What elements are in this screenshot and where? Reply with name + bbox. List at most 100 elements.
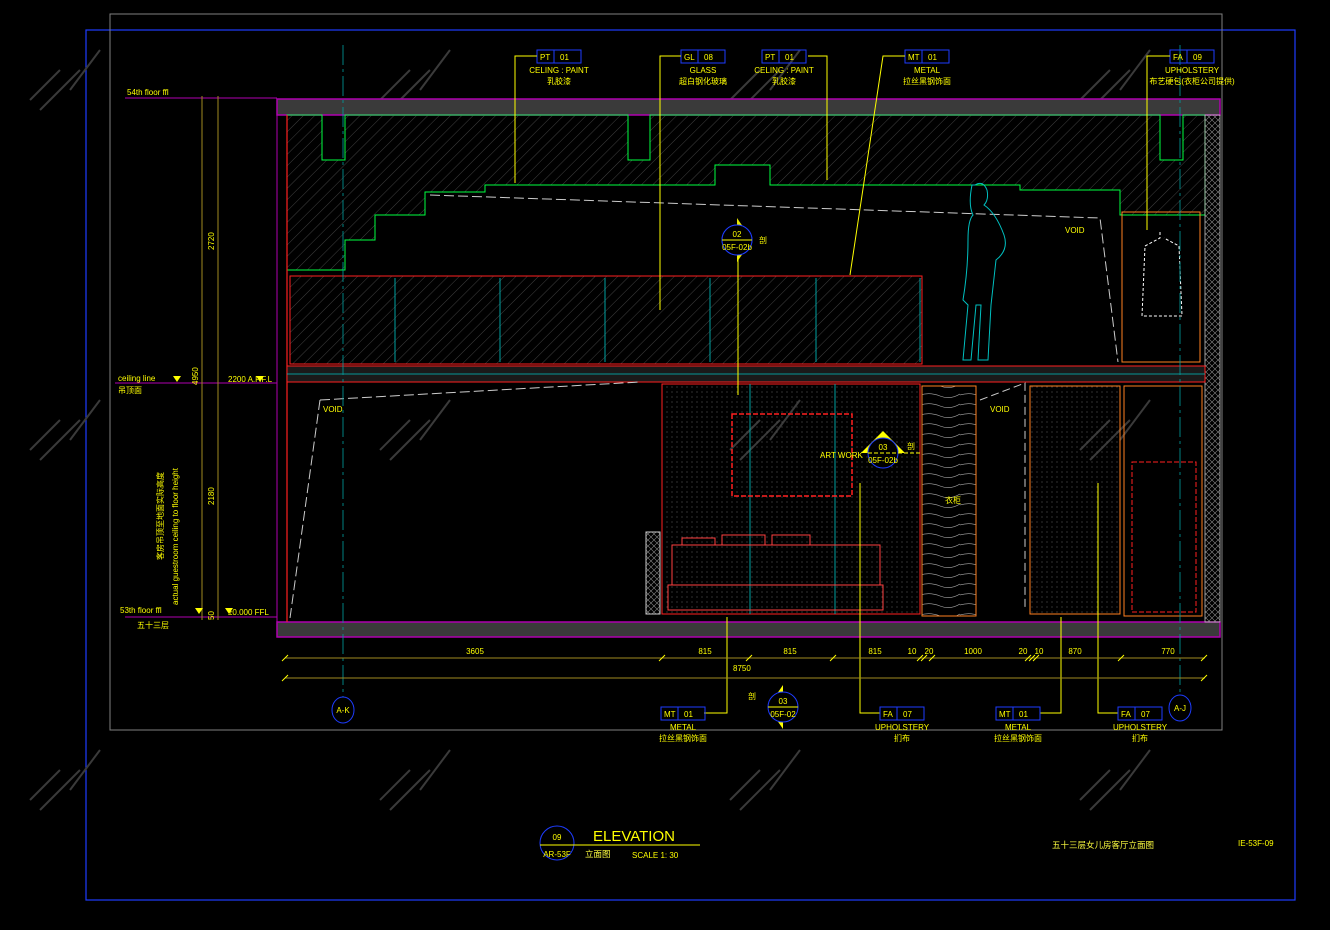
wardrobe-upper [1121,211,1201,363]
title-block: 09 AR-53F ELEVATION 立面图 SCALE 1: 30 [539,825,700,861]
section-02-side: 剖 [759,235,767,245]
tag-material-en: UPHOLSTERY [875,723,930,732]
dim-tick [920,654,928,662]
level-53-cn: 五十三层 [137,620,169,630]
title-name: ELEVATION [593,828,675,845]
tag-material-cn: 拉丝黑钢饰面 [994,733,1042,743]
section-03-num: 03 [879,443,888,452]
tag-material-cn: 扪布 [1132,733,1148,743]
dim-tick [928,654,936,662]
level-54-label: 54th floor ffl [127,88,169,97]
tag-code: MT [664,710,676,719]
sofa [671,534,881,586]
vdim-2720: 2720 [207,232,216,250]
dim-label: 20 [1019,647,1028,656]
lower-slab [276,621,1221,638]
tag-code: FA [1121,710,1131,719]
dim-label: 20 [925,647,934,656]
void-label-door: VOID [990,405,1010,414]
section-02-sheet: 05F-02b [722,243,752,252]
dim-tick [829,654,837,662]
drawing-name-cn: 五十三层女儿房客厅立面图 [1052,840,1154,850]
upholstery-panel [1029,385,1121,615]
section-mark-03-bottom: 03 05F-02 剖 [748,685,799,729]
level-lines [115,97,277,618]
right-wall [1204,114,1221,623]
tag-number: 08 [704,53,713,62]
void-label-left: VOID [323,405,343,414]
height-note-en: actual guestroom ceiling to floor height [171,467,180,605]
title-cn: 立面图 [585,849,611,859]
dim-label: 770 [1161,647,1175,656]
title-num: 09 [553,833,562,842]
dim-tick [1024,654,1032,662]
dim-label: 1000 [964,647,982,656]
grid-bubble-a-k[interactable]: A-K [331,696,355,724]
dim-label: 815 [698,647,712,656]
ceiling-soffit [286,114,1206,271]
artwork-frame [731,413,853,497]
top-leaders [514,55,1170,310]
grid-bubble-a-j[interactable]: A-J [1168,694,1192,722]
dim-tick [916,654,924,662]
feature-wall [661,383,921,615]
wardrobe-label: 衣柜 [945,495,961,505]
bottom-leaders [704,255,1118,714]
level-ceiling-cn: 吊顶面 [118,386,142,395]
tag-code: PT [540,53,550,62]
void-lower [289,381,641,619]
tag-number: 01 [1019,710,1028,719]
tag-material-cn: 布艺硬包(衣柜公司提供) [1149,76,1235,86]
railing-posts [394,278,921,362]
artwork-label: ART WORK [820,451,863,460]
tag-material-cn: 拉丝黑钢饰面 [659,733,707,743]
tag-number: 07 [903,710,912,719]
total-dim: 8750 [733,664,751,673]
dim-tick [1028,654,1036,662]
tag-number: 09 [1193,53,1202,62]
level-ceiling-mark: 2200 A.F.F.L [228,375,273,384]
vdim-50: 50 [207,611,216,620]
tag-box [995,706,1041,721]
tag-code: FA [1173,53,1183,62]
level-53-label: 53th floor ffl [120,606,162,615]
void-door [979,382,1026,610]
inner-frame [109,13,1223,731]
height-note-cn: 客房吊顶至地面实际高度 [155,472,165,560]
grid-a-j-label: A-J [1174,704,1186,713]
vertical-dim-lines [201,96,219,620]
tag-material-cn: 乳胶漆 [547,76,571,86]
tag-material-en: UPHOLSTERY [1165,66,1220,75]
tag-code: FA [883,710,893,719]
dim-tick [1032,654,1040,662]
wardrobe-door [1131,461,1197,613]
sofa-base [667,584,884,611]
tag-material-cn: 拉丝黑钢饰面 [903,76,951,86]
tag-number: 01 [928,53,937,62]
section-03-sheet: 05F-02b [868,456,898,465]
tag-material-en: UPHOLSTERY [1113,723,1168,732]
dim-label: 3605 [466,647,484,656]
tag-material-en: CELING : PAINT [529,66,589,75]
drawing-code: IE-53F-09 [1238,839,1274,848]
void-label-upper: VOID [1065,226,1085,235]
section-02-num: 02 [733,230,742,239]
tag-box [660,706,706,721]
tag-number: 01 [684,710,693,719]
tag-number: 01 [785,53,794,62]
glass-railing [289,275,923,365]
tag-material-en: METAL [670,723,697,732]
section-03b-side: 剖 [748,691,756,701]
